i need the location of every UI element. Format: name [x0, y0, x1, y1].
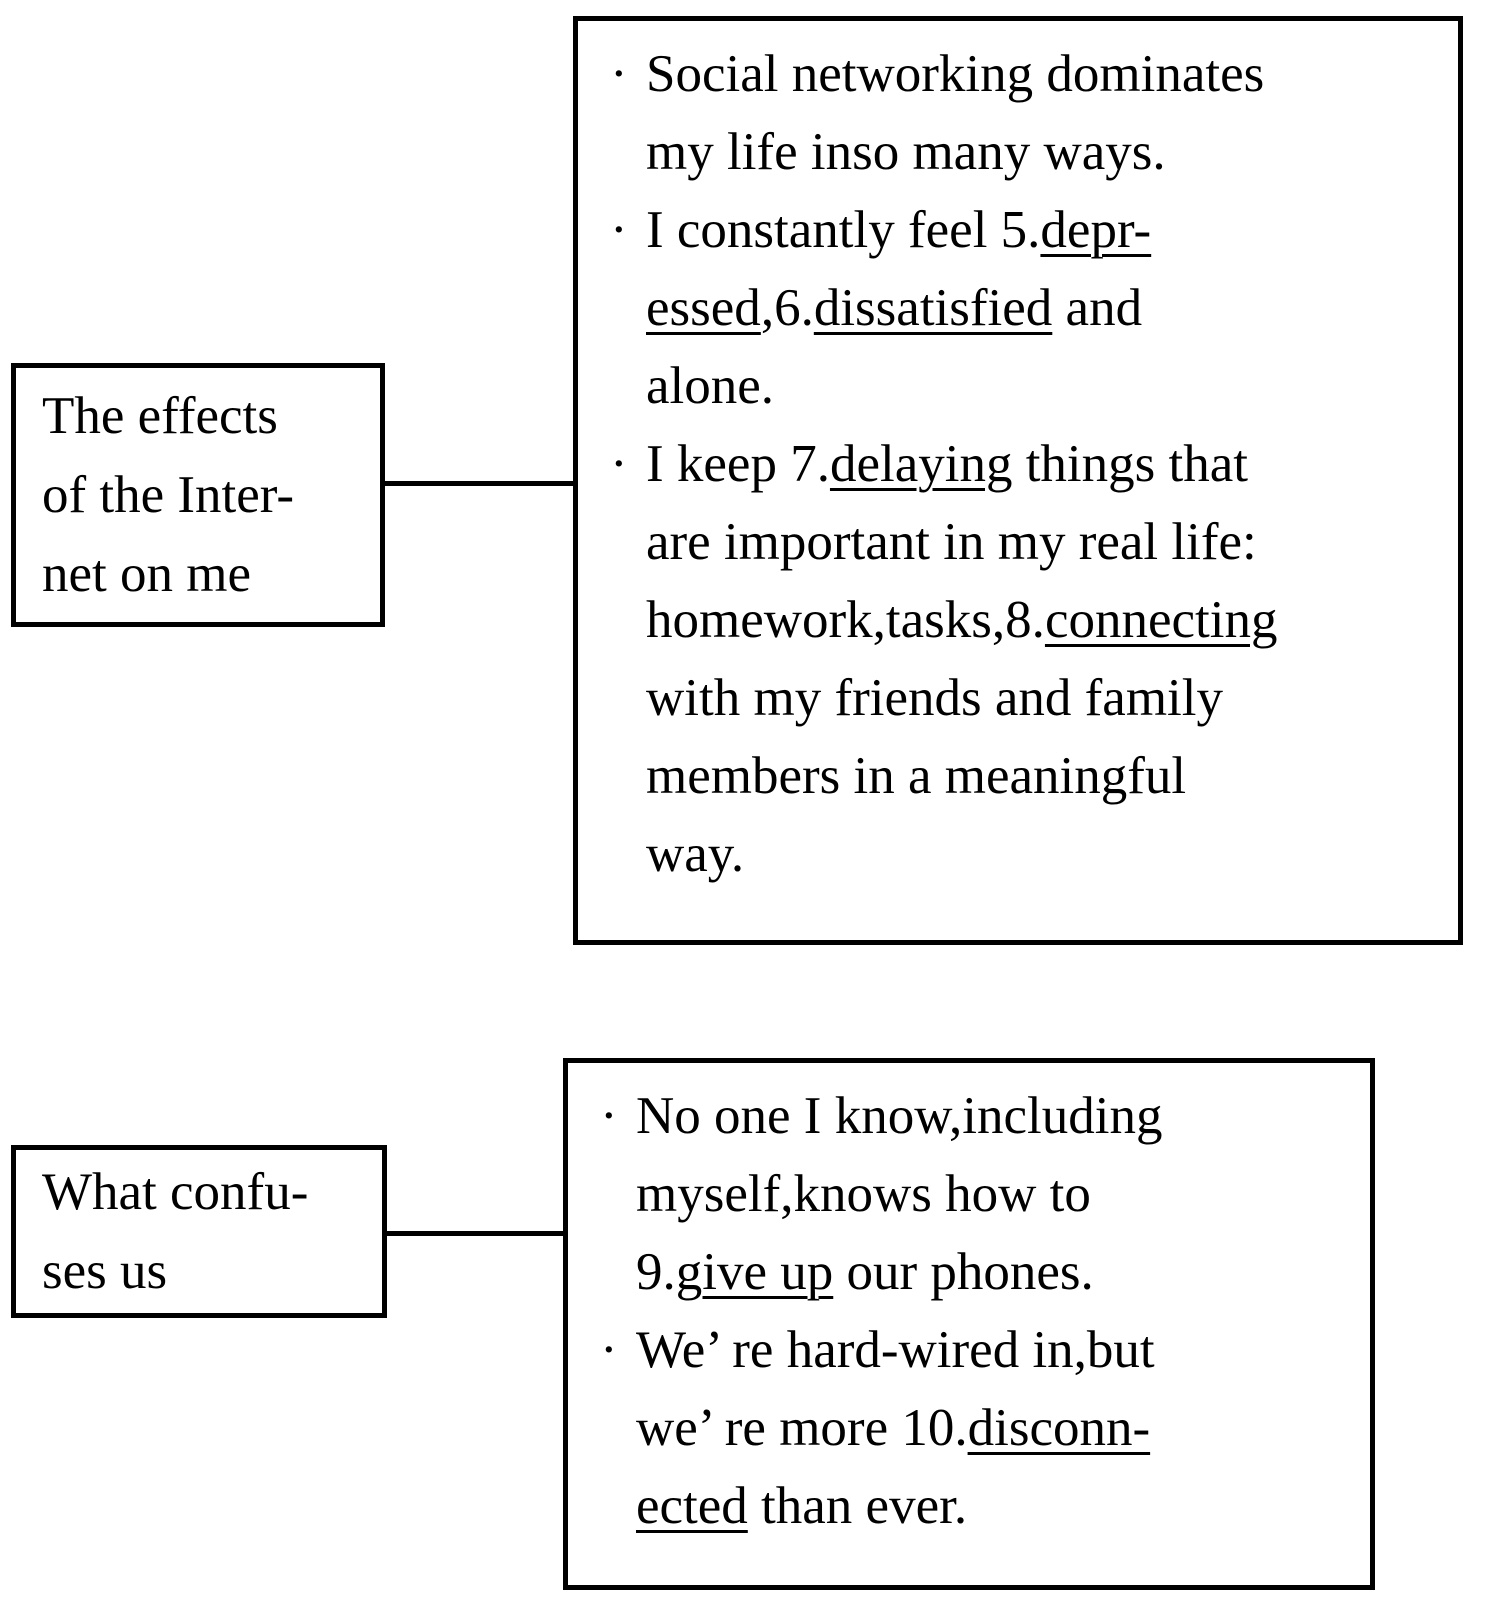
bullet-text-line: I constantly feel 5.depr-	[646, 201, 1152, 259]
label-line: What confu-	[42, 1162, 309, 1221]
list-item: · I keep 7.delaying things that are impo…	[592, 425, 1450, 893]
bullet-text-line: we’ re more 10.disconn-	[636, 1399, 1151, 1457]
label-line: of the Inter-	[42, 465, 295, 524]
bullet-text-line: my life inso many ways.	[646, 123, 1166, 181]
answer-blank: essed	[646, 279, 761, 337]
list-item: · We’ re hard-wired in,but we’ re more 1…	[582, 1311, 1362, 1545]
bullet-icon: ·	[610, 201, 628, 259]
node-label-effects-internet[interactable]: The effects of the Inter- net on me	[11, 363, 385, 627]
bullet-icon: ·	[600, 1321, 618, 1379]
label-line: net on me	[42, 544, 251, 603]
connector-line-what-confuses-us	[387, 1231, 567, 1236]
bullet-icon: ·	[610, 435, 628, 493]
bullet-text-line: I keep 7.delaying things that	[646, 435, 1249, 493]
list-item: · Social networking dominates my life in…	[592, 35, 1450, 191]
bullet-icon: ·	[600, 1087, 618, 1145]
answer-blank: give up	[675, 1243, 834, 1301]
answer-blank: disconn-	[967, 1399, 1151, 1457]
answer-blank: ected	[636, 1477, 748, 1535]
answer-blank: delaying	[829, 435, 1013, 493]
label-line: ses us	[42, 1241, 168, 1300]
bullet-text-line: ected than ever.	[636, 1477, 968, 1535]
bullet-text-line: members in a meaningful	[646, 747, 1187, 805]
bullet-text-line: way.	[646, 825, 745, 883]
bullet-text-line: Social networking dominates	[646, 45, 1265, 103]
bullet-text-line: No one I know,including	[636, 1087, 1163, 1145]
answer-blank: depr-	[1040, 201, 1152, 259]
bullet-icon: ·	[610, 45, 628, 103]
node-detail-effects-internet[interactable]: · Social networking dominates my life in…	[573, 16, 1463, 945]
node-label-what-confuses-us[interactable]: What confu- ses us	[11, 1145, 387, 1318]
node-detail-what-confuses-us[interactable]: · No one I know,including myself,knows h…	[563, 1058, 1375, 1590]
bullet-text-line: with my friends and family	[646, 669, 1223, 727]
bullet-text-line: myself,knows how to	[636, 1165, 1091, 1223]
bullet-text-line: alone.	[646, 357, 775, 415]
answer-blank: connecting	[1044, 591, 1278, 649]
bullet-text-line: essed,6.dissatisfied and	[646, 279, 1143, 337]
list-item: · I constantly feel 5.depr- essed,6.diss…	[592, 191, 1450, 425]
label-line: The effects	[42, 386, 278, 445]
answer-blank: dissatisfied	[813, 279, 1053, 337]
bullet-text-line: are important in my real life:	[646, 513, 1257, 571]
list-item: · No one I know,including myself,knows h…	[582, 1077, 1362, 1311]
bullet-text-line: 9.give up our phones.	[636, 1243, 1094, 1301]
bullet-text-line: We’ re hard-wired in,but	[636, 1321, 1155, 1379]
connector-line-effects-internet	[385, 481, 575, 486]
bullet-text-line: homework,tasks,8.connecting	[646, 591, 1278, 649]
